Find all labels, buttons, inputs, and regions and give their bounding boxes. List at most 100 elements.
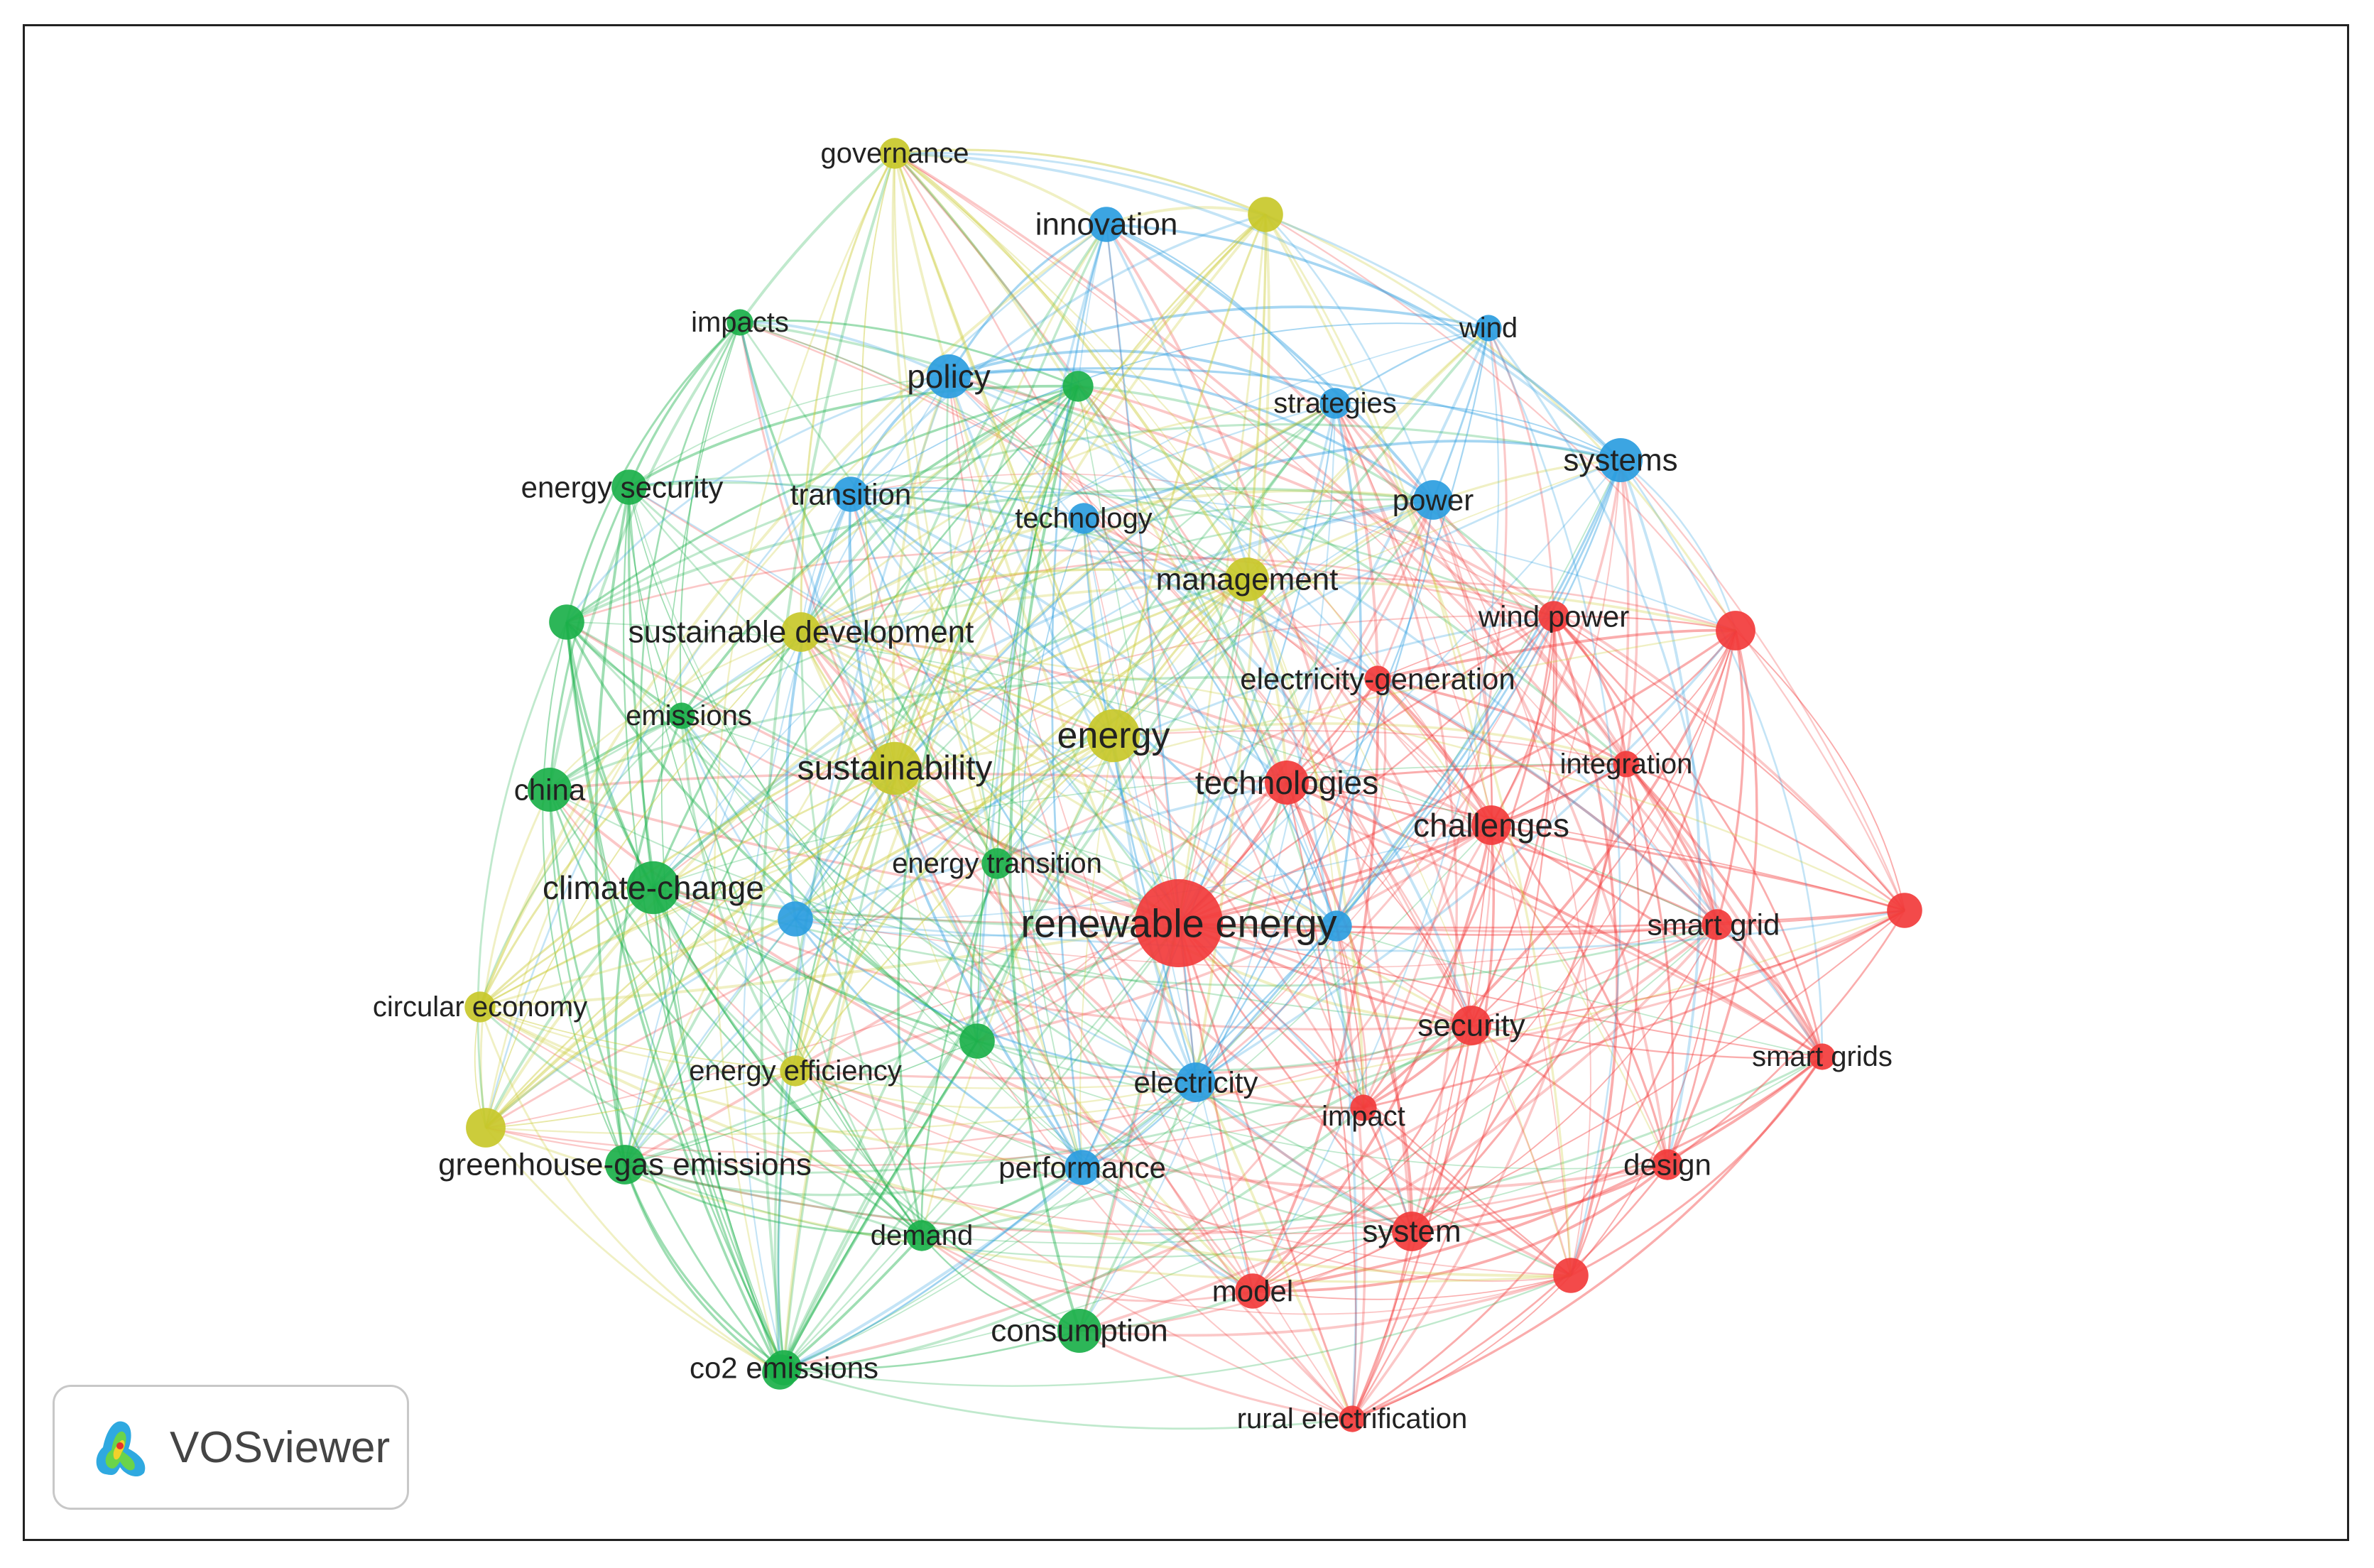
node-technology[interactable] [1068,503,1099,534]
node-energy-transition[interactable] [981,848,1013,879]
node-energy-efficiency[interactable] [780,1055,811,1087]
edge [1195,1081,1364,1110]
edge [485,1106,1364,1167]
edge [1471,910,1905,1027]
node-rural-electrification[interactable] [1339,1405,1366,1432]
node-policy[interactable] [927,354,971,398]
edge [1265,214,1434,501]
node-transition[interactable] [833,477,869,512]
edge [1334,403,1458,1232]
node-smart-grids[interactable] [1809,1043,1836,1070]
edge [1569,763,1640,1276]
edge [739,321,949,378]
node-unlabeled-51[interactable] [466,1108,506,1148]
edge [779,922,1180,1373]
node-unlabeled-15[interactable] [1887,893,1922,928]
node-impact[interactable] [1350,1094,1377,1121]
node-unlabeled-16[interactable] [1553,1258,1589,1293]
node-electricity[interactable] [1176,1062,1216,1102]
edge [1246,579,1288,783]
node-china[interactable] [528,768,572,812]
node-emissions[interactable] [668,702,695,729]
edge [800,631,1180,925]
edge [628,376,949,488]
edge [894,499,1434,769]
edge [1105,224,1358,1420]
edge [652,887,785,1368]
node-unlabeled-30[interactable] [762,1354,797,1390]
edge [479,1006,922,1237]
edge [1252,1231,1412,1292]
node-sustainability[interactable] [868,741,922,795]
edge [1351,1231,1413,1420]
node-consumption[interactable] [1057,1309,1101,1353]
node-unlabeled-41[interactable] [778,901,813,937]
node-unlabeled-28[interactable] [1062,371,1094,402]
node-energy[interactable] [1087,709,1140,763]
edge [485,1070,796,1128]
node-technologies[interactable] [1265,761,1309,805]
node-smart-grid[interactable] [1701,909,1733,940]
node-integration[interactable] [1613,751,1640,778]
node-electricity-generation[interactable] [1364,665,1391,692]
edge [1553,616,1824,1057]
node-challenges[interactable] [1471,805,1511,845]
edge [800,631,1114,737]
edge [894,152,1622,462]
edge [624,1163,1083,1197]
edge [624,376,949,1165]
node-wind[interactable] [1475,315,1502,342]
node-energy-security[interactable] [611,469,647,505]
node-circular-economy[interactable] [464,991,496,1023]
node-renewable-energy[interactable] [1135,879,1223,967]
edge [624,781,1287,1166]
edge [893,153,998,864]
edge [628,486,682,717]
edge [1252,1163,1669,1293]
edge [1083,517,1493,827]
node-unlabeled-42[interactable] [1321,910,1352,942]
edge [624,517,1085,1165]
node-unlabeled-27[interactable] [549,604,584,640]
edge [1082,517,1473,1026]
node-management[interactable] [1225,557,1269,601]
node-governance[interactable] [879,138,910,169]
edge [795,909,1905,1079]
node-power[interactable] [1413,480,1453,520]
edge [1411,1055,1823,1233]
node-unlabeled-29[interactable] [959,1023,995,1059]
edge [1363,909,1905,1109]
edge [800,631,1472,1027]
node-model[interactable] [1235,1273,1270,1309]
node-unlabeled-14[interactable] [1716,611,1755,650]
edge [794,918,1083,1169]
node-impacts[interactable] [726,309,753,336]
edge [893,402,1336,770]
node-label: climate-change [543,869,764,906]
node-climate-change[interactable] [626,861,680,915]
node-demand[interactable] [906,1220,937,1251]
node-system[interactable] [1392,1212,1432,1251]
edge [921,922,1180,1236]
edge [1570,1056,1824,1277]
node-wind-power[interactable] [1538,601,1569,632]
node-design[interactable] [1652,1149,1683,1180]
edge [1178,629,1736,925]
node-security[interactable] [1452,1006,1491,1045]
edge [1081,403,1336,1168]
node-greenhouse-gas-emissions[interactable] [605,1145,645,1185]
edge [679,322,741,717]
node-systems[interactable] [1599,438,1643,482]
edge [850,493,1378,680]
network-frame [23,24,2349,1541]
edge [920,735,1115,1236]
edge [976,1040,1412,1233]
node-performance[interactable] [1065,1150,1100,1185]
node-sustainable-development[interactable] [781,612,821,652]
node-unlabeled-50[interactable] [1248,197,1283,232]
node-strategies[interactable] [1319,388,1351,419]
node-label: wind [1459,312,1518,344]
edge [628,321,741,488]
node-label: wind power [1478,600,1629,633]
node-innovation[interactable] [1089,207,1124,242]
